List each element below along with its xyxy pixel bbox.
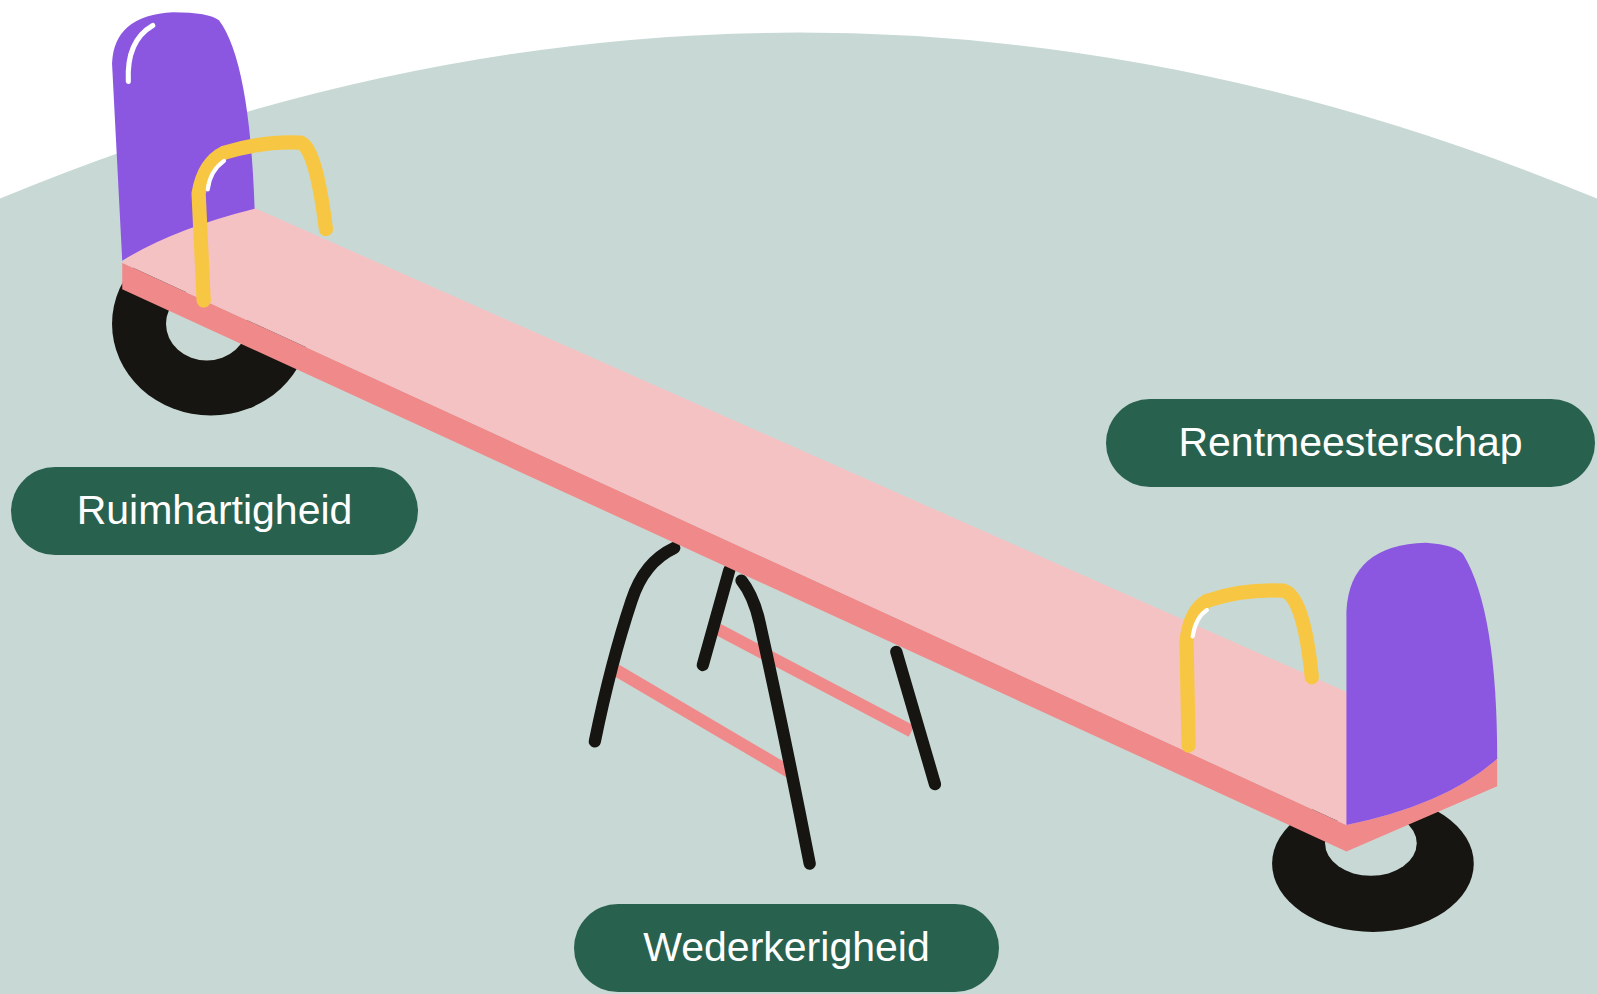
leg bbox=[896, 652, 935, 784]
seat-back bbox=[112, 12, 255, 261]
handle bbox=[199, 142, 326, 300]
handle bbox=[1187, 590, 1312, 745]
pill-label: Rentmeesterschap bbox=[1178, 420, 1522, 465]
pill-label: Ruimhartigheid bbox=[77, 488, 353, 533]
crossbar bbox=[718, 629, 912, 731]
value-pill: Wederkerigheid bbox=[574, 904, 999, 992]
highlight bbox=[1193, 610, 1207, 636]
value-pill: Ruimhartigheid bbox=[11, 467, 418, 555]
leg bbox=[741, 581, 809, 864]
highlight bbox=[208, 161, 224, 190]
leg bbox=[703, 570, 729, 665]
seat-back bbox=[1346, 543, 1497, 825]
crossbar bbox=[616, 670, 789, 772]
value-pill: Rentmeesterschap bbox=[1106, 399, 1595, 487]
pill-label: Wederkerigheid bbox=[643, 925, 929, 970]
leg bbox=[595, 548, 674, 742]
highlight bbox=[128, 25, 153, 81]
